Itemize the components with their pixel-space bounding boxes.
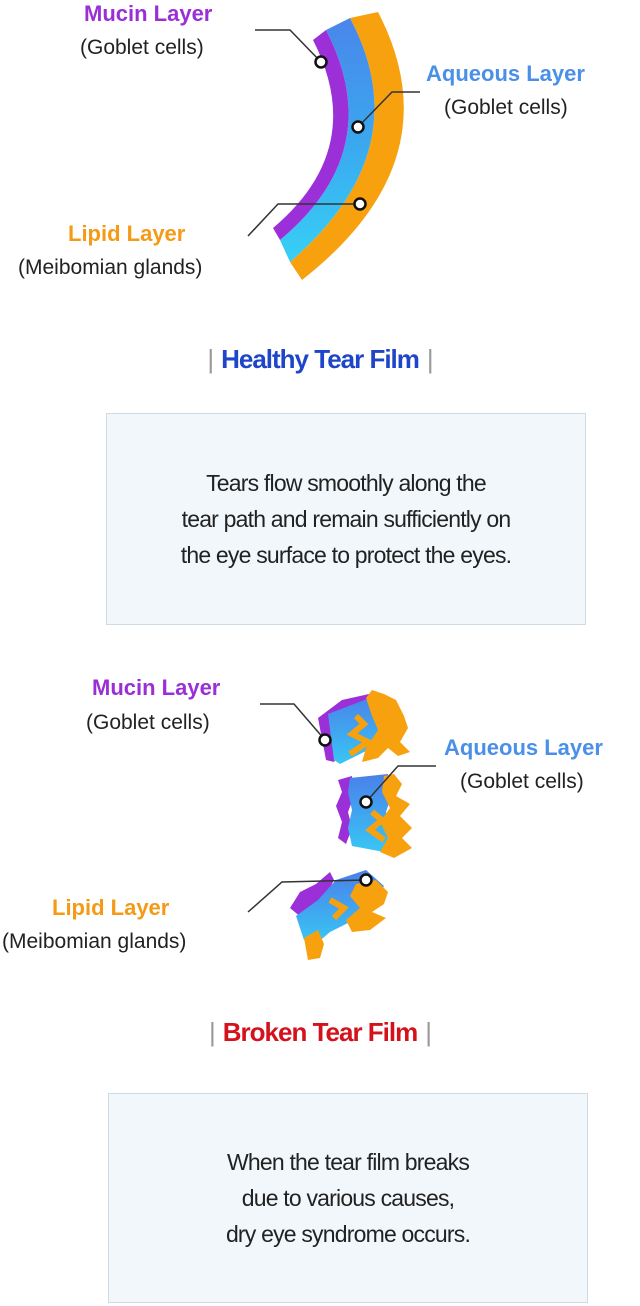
broken-description-box: When the tear film breaks due to various… bbox=[108, 1093, 588, 1303]
broken-fragment-middle bbox=[336, 774, 412, 858]
broken-lipid-leader bbox=[247, 879, 367, 913]
healthy-aqueous-sublabel: (Goblet cells) bbox=[444, 96, 568, 119]
healthy-tear-film-graphic bbox=[247, 12, 420, 280]
healthy-aqueous-band bbox=[280, 18, 375, 262]
broken-description-text: When the tear film breaks due to various… bbox=[225, 1149, 471, 1247]
healthy-tear-film-heading: |Healthy Tear Film| bbox=[0, 344, 640, 375]
broken-lipid-sublabel: (Meibomian glands) bbox=[2, 930, 187, 953]
healthy-aqueous-leader bbox=[357, 91, 420, 128]
healthy-mucin-label: Mucin Layer bbox=[84, 1, 213, 26]
healthy-mucin-sublabel: (Goblet cells) bbox=[80, 36, 204, 59]
healthy-description-text: Tears flow smoothly along the tear path … bbox=[180, 470, 512, 568]
healthy-lipid-leader bbox=[247, 203, 360, 237]
healthy-mucin-band bbox=[273, 30, 349, 240]
broken-lipid-marker bbox=[359, 873, 373, 887]
broken-fragment-bottom bbox=[290, 870, 388, 960]
broken-lipid-label: Lipid Layer bbox=[52, 895, 170, 920]
broken-aqueous-sublabel: (Goblet cells) bbox=[460, 770, 584, 793]
heading-separator-left: | bbox=[207, 344, 214, 374]
healthy-mucin-leader bbox=[255, 29, 322, 63]
broken-heading-text: Broken Tear Film bbox=[222, 1017, 418, 1047]
broken-tear-film-graphic bbox=[247, 690, 436, 960]
healthy-lipid-label: Lipid Layer bbox=[68, 221, 186, 246]
broken-aqueous-leader bbox=[365, 765, 436, 803]
healthy-aqueous-marker bbox=[351, 120, 365, 134]
broken-mucin-sublabel: (Goblet cells) bbox=[86, 711, 210, 734]
heading-separator-right: | bbox=[425, 1017, 432, 1047]
healthy-description-box: Tears flow smoothly along the tear path … bbox=[106, 413, 586, 625]
healthy-heading-text: Healthy Tear Film bbox=[221, 344, 420, 374]
healthy-lipid-band bbox=[290, 12, 404, 280]
heading-separator-left: | bbox=[209, 1017, 216, 1047]
healthy-aqueous-label: Aqueous Layer bbox=[426, 61, 585, 86]
heading-separator-right: | bbox=[426, 344, 434, 374]
broken-aqueous-label: Aqueous Layer bbox=[444, 735, 603, 760]
healthy-lipid-sublabel: (Meibomian glands) bbox=[18, 256, 203, 279]
broken-tear-film-heading: |Broken Tear Film| bbox=[0, 1017, 640, 1048]
broken-mucin-leader bbox=[260, 703, 326, 741]
broken-mucin-marker bbox=[318, 733, 332, 747]
broken-aqueous-marker bbox=[359, 795, 373, 809]
broken-fragment-top bbox=[318, 690, 410, 764]
healthy-mucin-marker bbox=[314, 55, 328, 69]
healthy-lipid-marker bbox=[353, 197, 367, 211]
broken-mucin-label: Mucin Layer bbox=[92, 675, 221, 700]
